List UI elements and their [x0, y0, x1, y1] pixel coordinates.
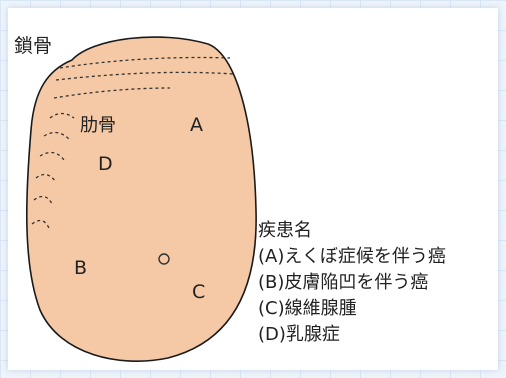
rib-line-2: [49, 112, 75, 119]
rib-line-6: [33, 195, 53, 205]
disease-legend: 疾患名 (A)えくぼ症候を伴う癌 (B)皮膚陥凹を伴う癌 (C)線維腺腫 (D)…: [258, 218, 446, 348]
legend-item: (D)乳腺症: [258, 324, 340, 345]
rib-line-4: [39, 151, 65, 161]
region-c-label: C: [192, 281, 205, 303]
legend-item: (A)えくぼ症候を伴う癌: [258, 246, 446, 267]
legend-title: 疾患名: [258, 220, 312, 241]
clavicle-label: 鎖骨: [14, 35, 52, 57]
region-a-label: A: [190, 114, 203, 136]
clavicle-line-lower: [55, 71, 235, 81]
rib-line-1: [53, 87, 171, 99]
region-b-label: B: [74, 257, 87, 279]
clavicle-line-upper: [59, 56, 231, 69]
legend-item: (B)皮膚陥凹を伴う癌: [258, 272, 429, 293]
region-d-label: D: [98, 153, 113, 175]
breast-outline: [25, 36, 257, 362]
lesion-circle: [158, 253, 170, 265]
rib-line-5: [35, 173, 57, 183]
rib-label: 肋骨: [80, 115, 116, 136]
rib-line-3: [43, 131, 71, 141]
rib-line-7: [31, 219, 50, 229]
legend-item: (C)線維腺腫: [258, 298, 357, 319]
